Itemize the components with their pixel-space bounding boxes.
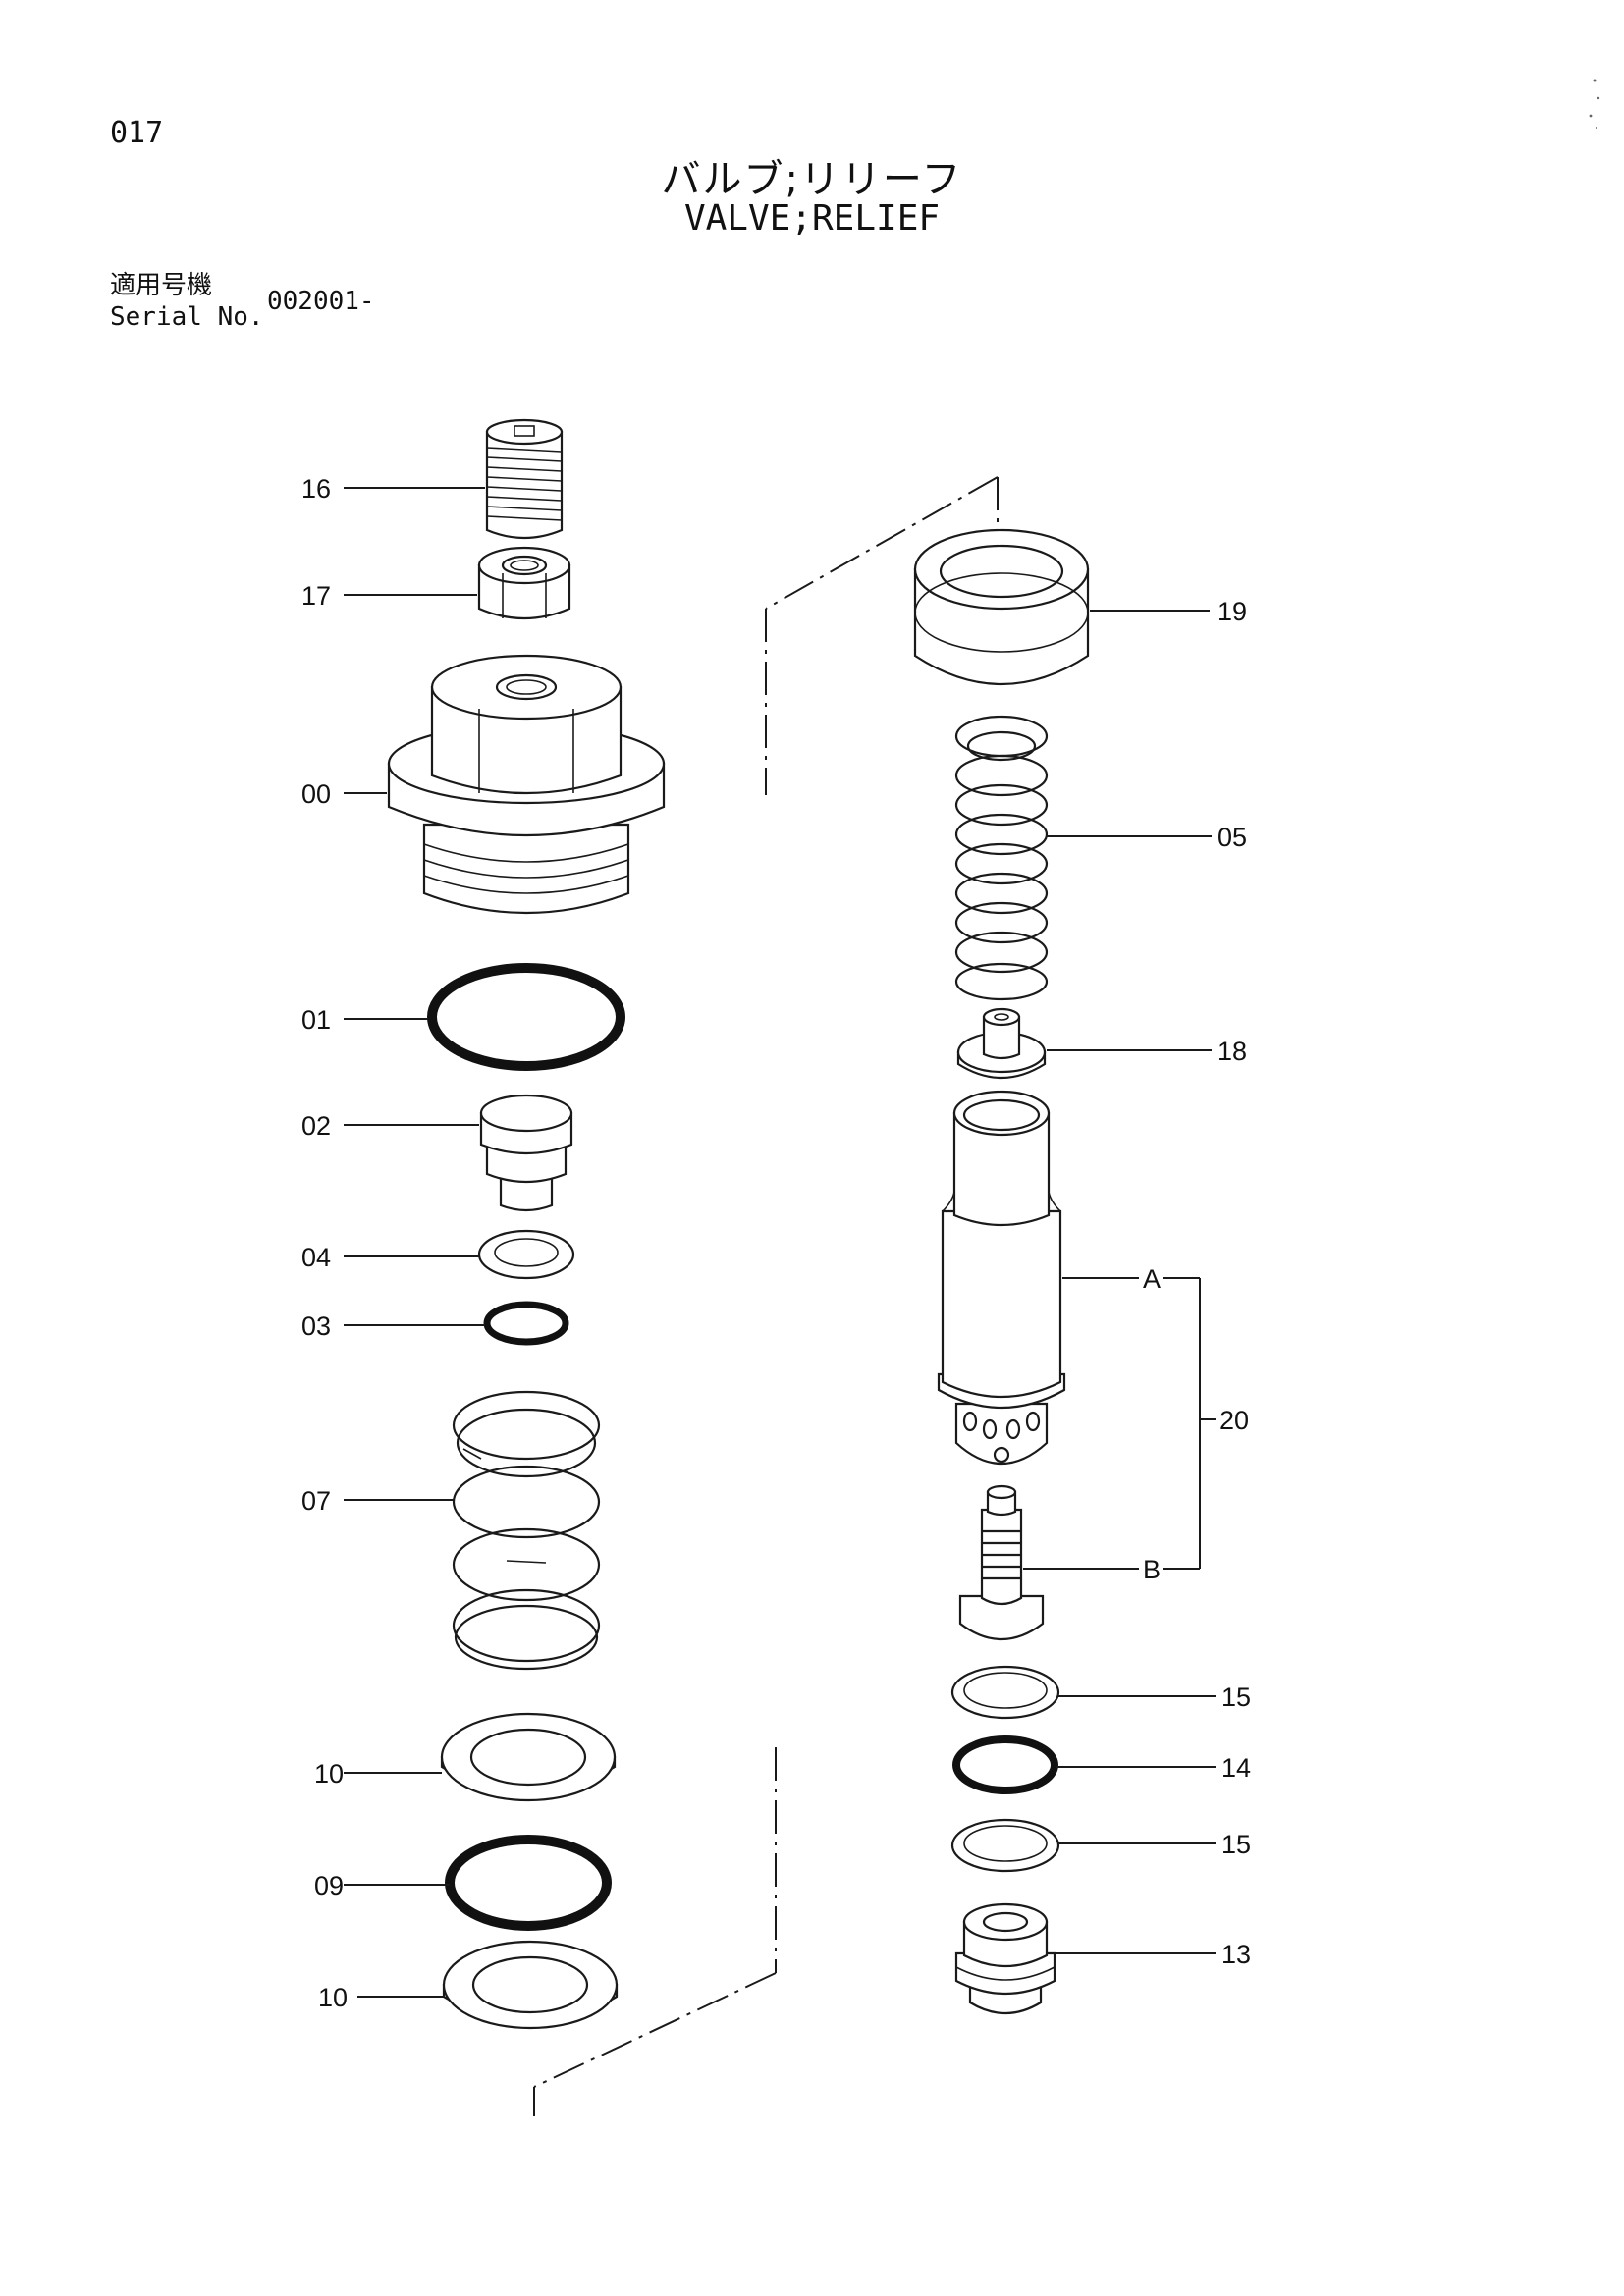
part-15-backup-ring-upper[interactable] [950,1665,1060,1720]
part-00-plug-body[interactable] [387,654,666,915]
scan-noise [1589,79,1600,129]
part-20-sleeve-a[interactable] [937,1090,1066,1465]
part-09-o-ring[interactable] [445,1835,612,1931]
part-18-spring-seat[interactable] [956,1007,1047,1080]
serial-number-value: 002001- [267,287,375,316]
label-10-lower: 10 [318,1983,348,2012]
serial-label-japanese: 適用号機 [110,271,213,300]
part-14-o-ring[interactable] [952,1735,1058,1794]
title-japanese: バルブ;リリーフ [661,157,963,202]
label-14: 14 [1221,1753,1251,1783]
part-01-o-ring[interactable] [427,963,625,1071]
label-09: 09 [314,1871,344,1900]
part-05-spring[interactable] [954,715,1049,1001]
label-16: 16 [301,474,331,504]
label-18: 18 [1218,1037,1247,1066]
part-10-washer-lower[interactable] [442,1940,619,2030]
part-19-cap[interactable] [913,528,1090,685]
label-10-upper: 10 [314,1759,344,1789]
label-01: 01 [301,1005,331,1035]
part-15-backup-ring-lower[interactable] [950,1818,1060,1873]
label-20: 20 [1219,1406,1249,1435]
label-17: 17 [301,581,331,611]
part-04-backup-ring[interactable] [477,1229,575,1280]
label-07: 07 [301,1486,331,1516]
assembly-centerline-lower [533,1747,777,2116]
serial-label-english: Serial No. [110,302,264,332]
label-03: 03 [301,1311,331,1341]
part-03-o-ring[interactable] [483,1301,569,1346]
label-B: B [1143,1555,1161,1584]
part-20-poppet-b[interactable] [958,1484,1045,1641]
label-19: 19 [1218,597,1247,626]
part-07-spring[interactable] [452,1390,601,1671]
part-02-poppet[interactable] [479,1094,573,1212]
part-13-seat[interactable] [954,1902,1056,2014]
part-17-nut[interactable] [477,546,571,620]
label-04: 04 [301,1243,331,1272]
label-00: 00 [301,779,331,809]
label-15-upper: 15 [1221,1682,1251,1712]
part-10-washer-upper[interactable] [440,1712,617,1802]
label-15-lower: 15 [1221,1830,1251,1859]
page-number: 017 [110,116,164,150]
label-02: 02 [301,1111,331,1141]
label-13: 13 [1221,1940,1251,1969]
label-05: 05 [1218,823,1247,852]
part-16-set-screw[interactable] [485,418,564,540]
title-english: VALVE;RELIEF [683,198,941,239]
label-A: A [1143,1264,1161,1294]
